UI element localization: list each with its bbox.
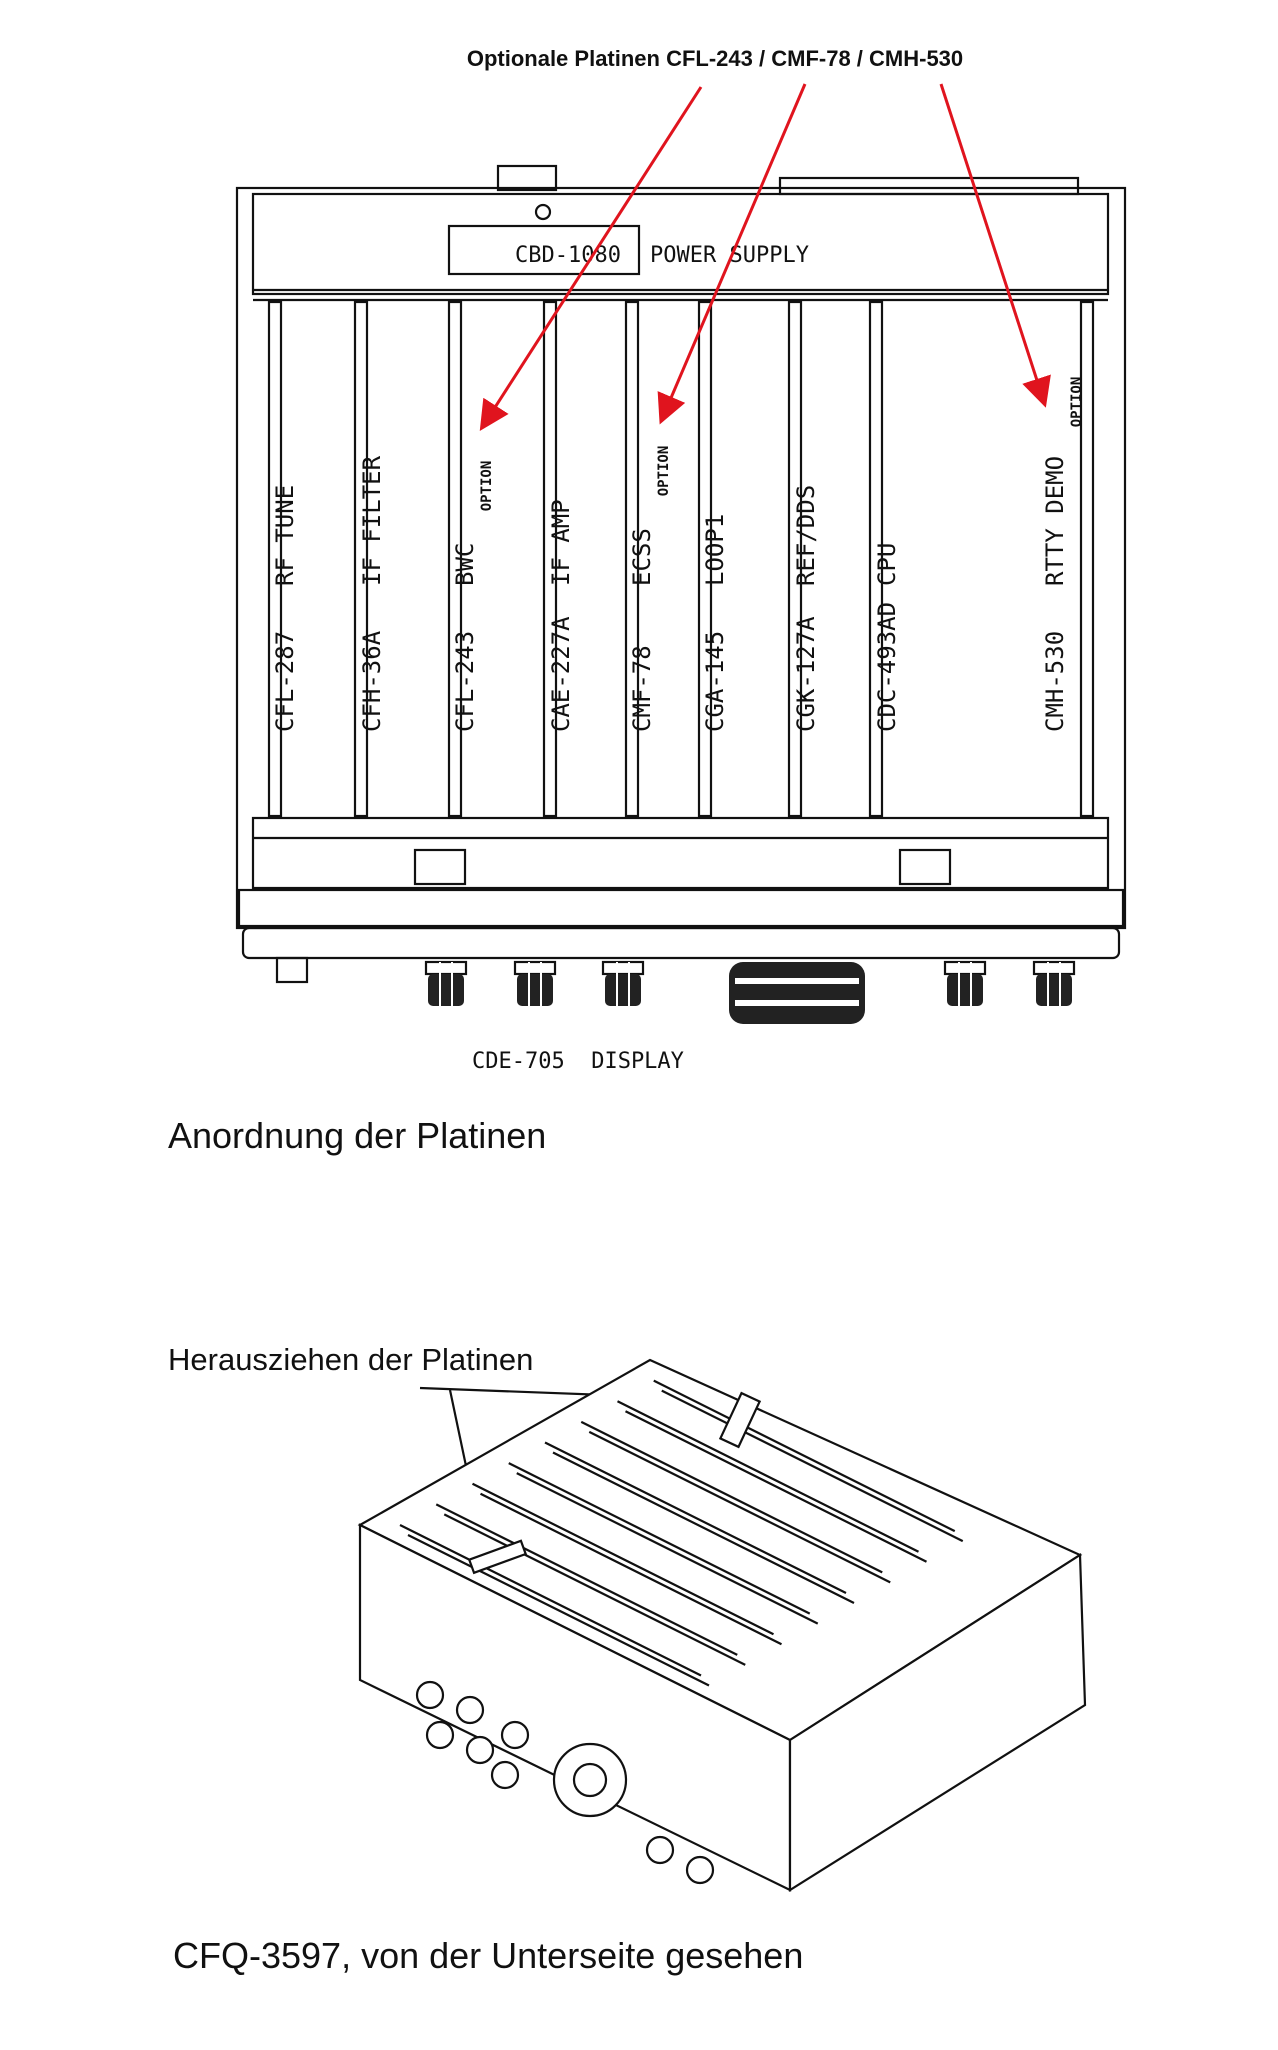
card-part-number: CFH-36A <box>358 630 386 732</box>
card-slot-rail <box>267 300 283 818</box>
card-part-number: CGA-145 <box>701 631 729 732</box>
card-function: LOOP1 <box>701 514 729 586</box>
front-knob <box>415 1680 445 1710</box>
card-part-number: CFL-287 <box>271 631 299 732</box>
card-cga-145: CGA-145 LOOP1 <box>701 514 729 732</box>
red-arrow <box>939 83 1051 408</box>
card-cgk-127a: CGK-127A REF/DDS <box>792 485 820 732</box>
radio-perspective-drawing <box>357 1358 1087 1892</box>
card-option-tag: OPTION <box>479 461 495 512</box>
card-part-number: CMF-78 <box>628 645 656 732</box>
card-function: BWC <box>451 543 479 586</box>
card-cae-227a: CAE-227A IF AMP <box>547 499 575 732</box>
card-part-number: CFL-243 <box>451 631 479 732</box>
card-part-number: CAE-227A <box>547 616 575 732</box>
card-rail <box>508 1462 811 1615</box>
power-supply-part: CBD-1080 <box>515 243 621 268</box>
header-title: Optionale Platinen CFL-243 / CMF-78 / CM… <box>467 46 963 71</box>
card-cfl-287: CFL-287 RF TUNE <box>271 485 299 732</box>
card-rail <box>653 1379 956 1533</box>
card-rail <box>544 1441 847 1594</box>
card-rail <box>472 1482 774 1636</box>
card-cmh-530: CMH-530 RTTY DEMO OPTION <box>1041 377 1085 732</box>
card-slot-rail <box>868 300 884 818</box>
front-knob <box>455 1695 485 1725</box>
card-rail <box>617 1400 919 1553</box>
red-arrow <box>657 83 807 425</box>
card-function: RTTY DEMO <box>1041 456 1069 586</box>
card-part-number: CDC-493AD <box>873 602 901 732</box>
front-knob <box>645 1835 675 1865</box>
front-knob <box>500 1720 530 1750</box>
card-slot-rail <box>697 300 713 818</box>
callout-label: Herausziehen der Platinen <box>168 1342 533 1377</box>
main-dial <box>729 962 865 1024</box>
card-slot-rail <box>353 300 369 818</box>
card-option-tag: OPTION <box>1069 377 1085 428</box>
knob <box>943 960 987 1006</box>
card-function: IF AMP <box>547 499 575 586</box>
card-rail <box>580 1420 883 1574</box>
card-slot-rail <box>787 300 803 818</box>
card-part-number: CGK-127A <box>792 616 820 732</box>
card-slot-rail <box>624 300 640 818</box>
card-cdc-493ad: CDC-493AD CPU <box>873 543 901 732</box>
front-knob <box>685 1855 715 1885</box>
card-function: CPU <box>873 543 901 586</box>
knob <box>424 960 468 1006</box>
front-knob <box>425 1720 455 1750</box>
card-cfl-243: CFL-243 BWC OPTION <box>451 461 495 732</box>
card-option-tag: OPTION <box>656 446 672 497</box>
knob <box>601 960 645 1006</box>
knob <box>1032 960 1076 1006</box>
display-label: CDE-705 DISPLAY <box>472 1049 684 1074</box>
card-slot-rail <box>1079 300 1095 818</box>
option-arrows <box>479 83 1051 432</box>
red-arrow <box>479 86 703 432</box>
card-function: REF/DDS <box>792 485 820 586</box>
card-slot-rail <box>447 300 463 818</box>
knob <box>513 960 557 1006</box>
card-cmf-78: CMF-78 ECSS OPTION <box>628 446 672 732</box>
card-function: RF TUNE <box>271 485 299 586</box>
power-supply-label-box <box>447 224 641 276</box>
front-knob <box>490 1760 520 1790</box>
card-rail <box>435 1503 738 1656</box>
card-part-number: CMH-530 <box>1041 631 1069 732</box>
top-view-caption: Anordnung der Platinen <box>168 1115 546 1156</box>
perspective-caption: CFQ-3597, von der Unterseite gesehen <box>173 1935 803 1976</box>
card-slot-rail <box>542 300 558 818</box>
card-cfh-36a: CFH-36A IF FILTER <box>358 455 386 732</box>
front-knob <box>465 1735 495 1765</box>
card-rail <box>399 1524 702 1677</box>
card-function: IF FILTER <box>358 455 386 586</box>
card-function: ECSS <box>628 528 656 586</box>
